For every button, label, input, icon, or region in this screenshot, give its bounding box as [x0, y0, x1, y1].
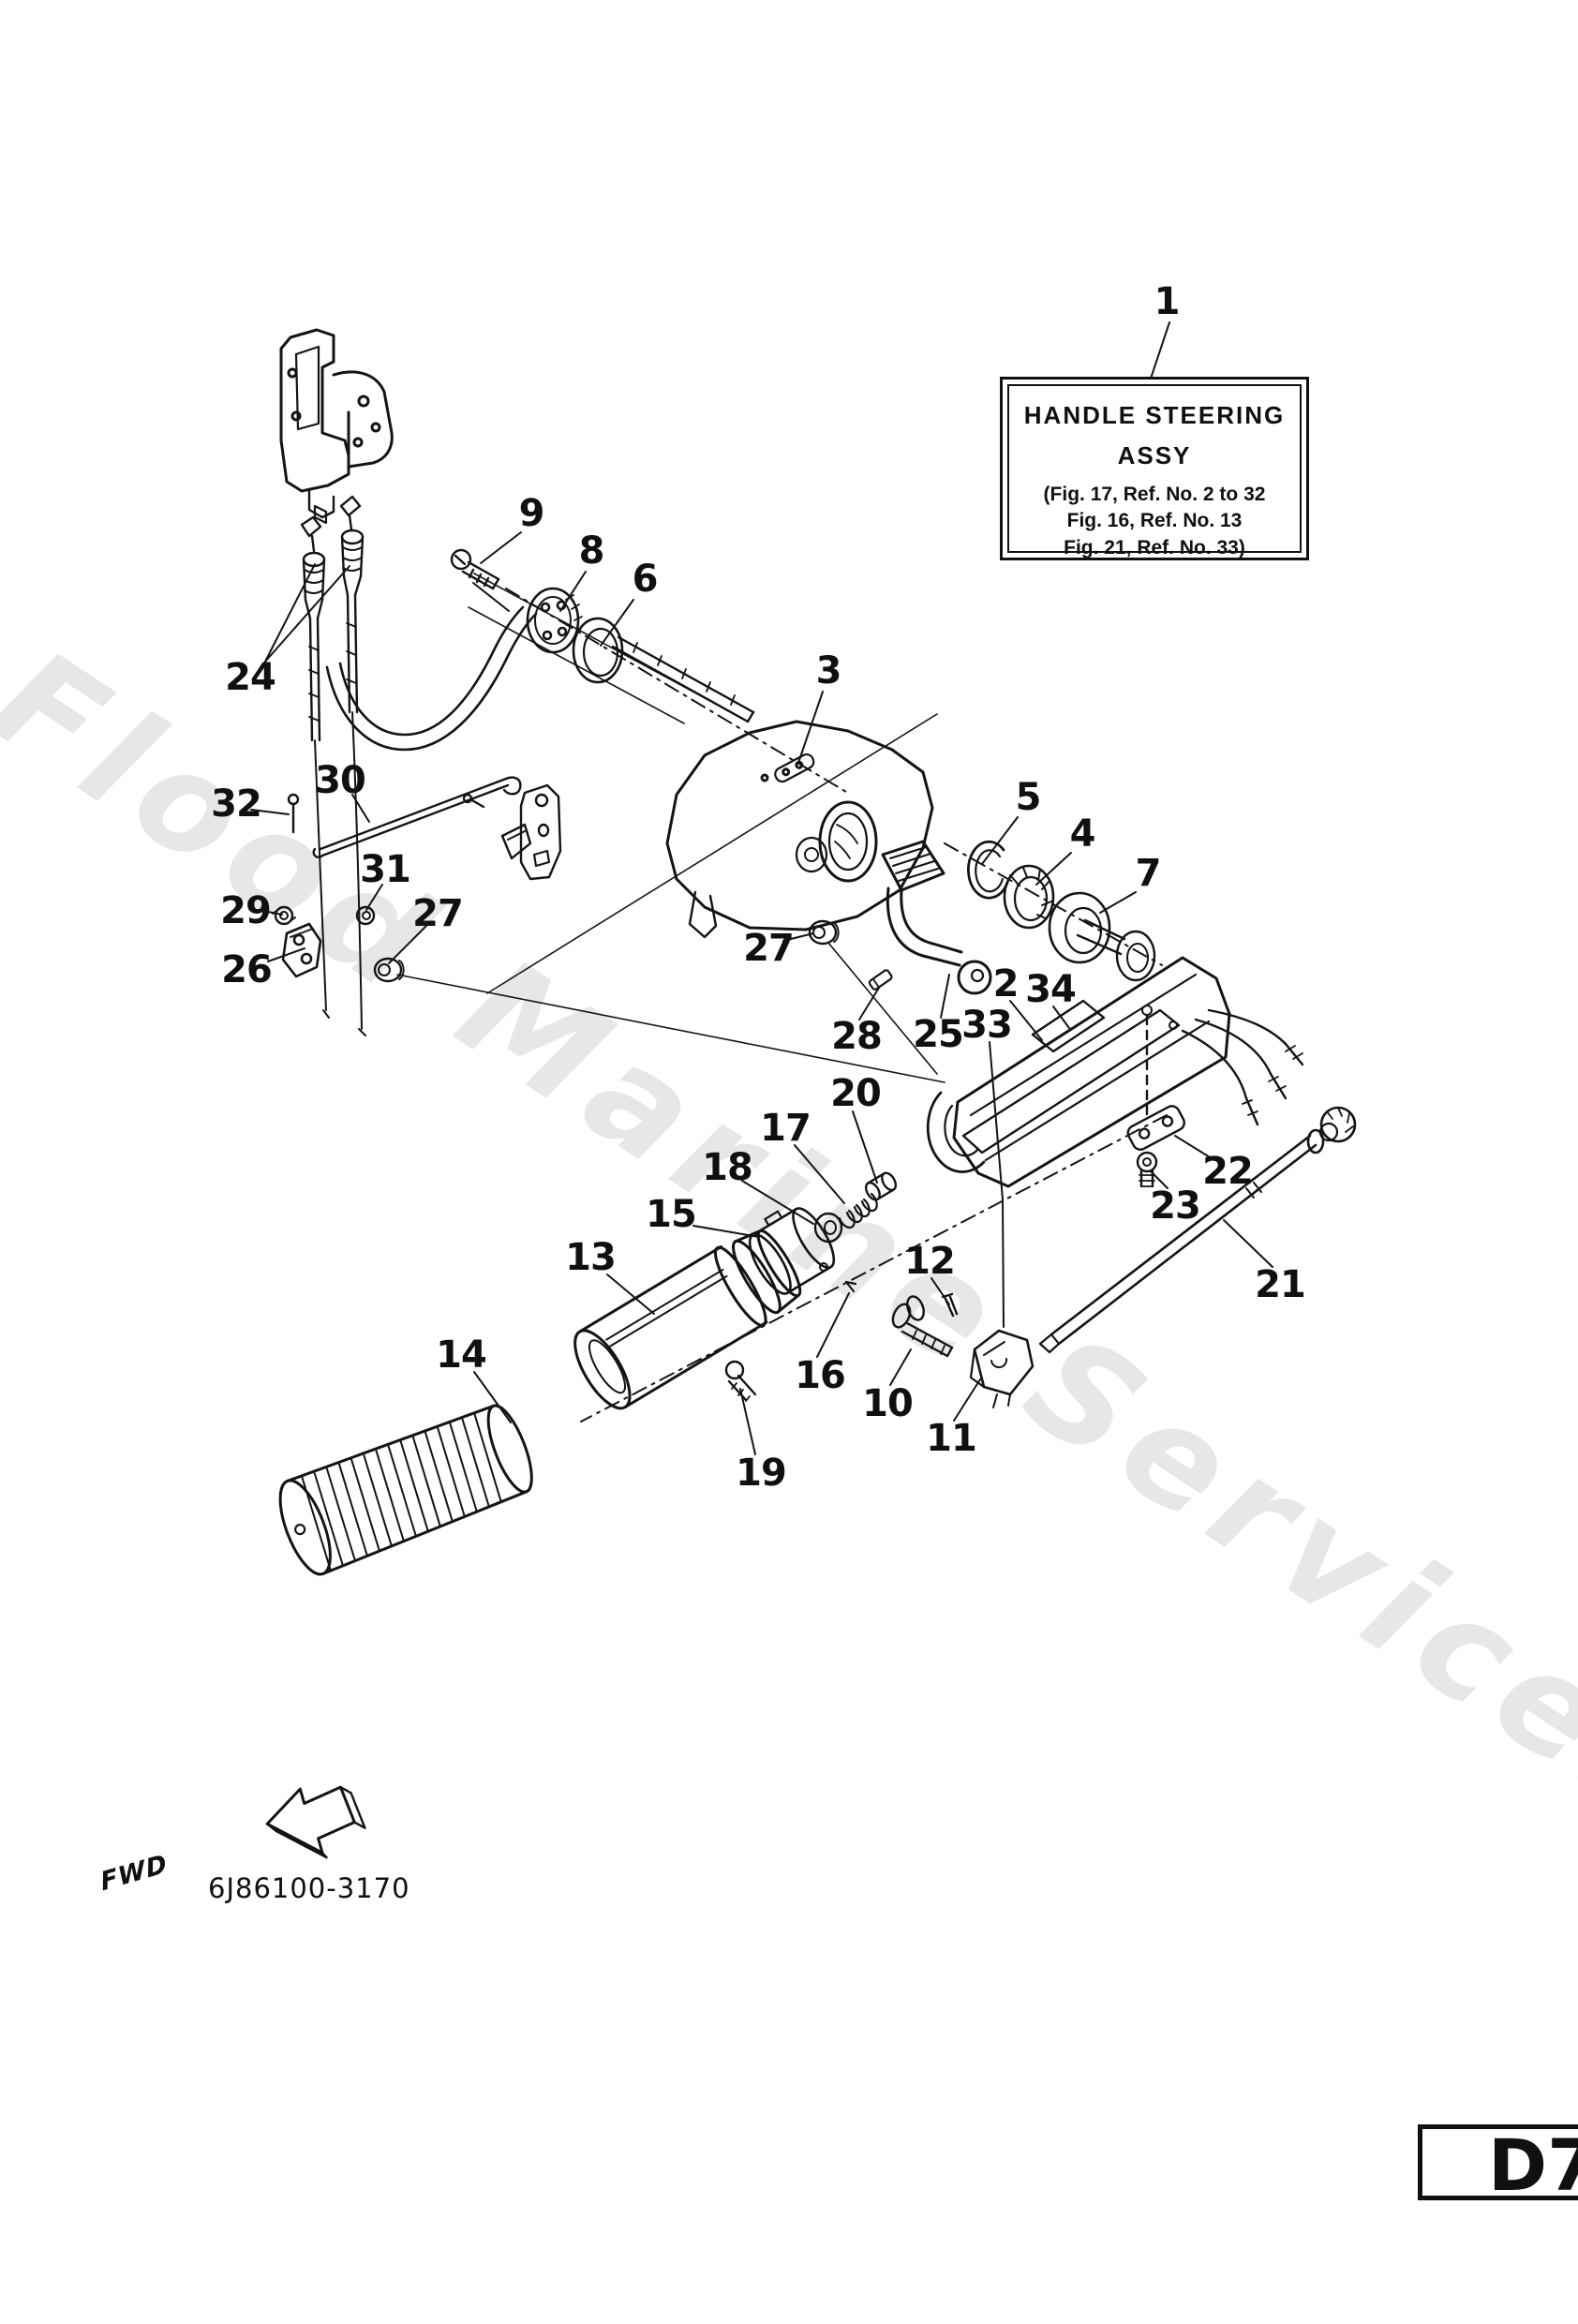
- bushing-27-left: [373, 957, 405, 983]
- callout-14: 14: [436, 1333, 487, 1377]
- info-box-inner: HANDLE STEERING ASSY (Fig. 17, Ref. No. …: [1007, 384, 1302, 559]
- callout-27: 27: [412, 892, 464, 935]
- drawing-code: 6J86100-3170: [208, 1872, 410, 1904]
- callout-4: 4: [1069, 812, 1096, 856]
- bushing-27-right: [808, 919, 840, 946]
- callout-30: 30: [315, 759, 366, 802]
- cable-bracket: [279, 328, 394, 525]
- pin-16: [844, 1280, 857, 1293]
- callout-26: 26: [221, 948, 273, 991]
- fwd-label: FWD: [98, 1850, 170, 1898]
- ring-6: [572, 617, 624, 684]
- info-box-references: (Fig. 17, Ref. No. 2 to 32 Fig. 16, Ref.…: [1009, 482, 1300, 561]
- shift-lever: [868, 840, 992, 995]
- callout-31: 31: [360, 848, 411, 891]
- callout-33: 33: [961, 1004, 1013, 1047]
- collar-hole: [819, 1262, 828, 1272]
- drive-shaft: [468, 573, 755, 724]
- info-box: HANDLE STEERING ASSY (Fig. 17, Ref. No. …: [1000, 377, 1309, 560]
- callout-34: 34: [1025, 968, 1077, 1011]
- callout-21: 21: [1255, 1263, 1306, 1306]
- callout-19: 19: [736, 1452, 787, 1495]
- link-plate-31: [462, 783, 562, 881]
- screw-9: [450, 548, 500, 590]
- plug-20: [864, 1171, 898, 1201]
- callout-8: 8: [578, 529, 605, 573]
- callout-10: 10: [862, 1382, 914, 1425]
- drum-housing: [665, 720, 934, 939]
- swivel-boss: [1076, 918, 1156, 982]
- info-box-ref-2: Fig. 16, Ref. No. 13: [1066, 510, 1243, 532]
- info-box-ref-3: Fig. 21, Ref. No. 33): [1064, 536, 1245, 559]
- callout-18: 18: [702, 1146, 753, 1189]
- anchor-plate-22: [1126, 1105, 1185, 1151]
- wing-bolt-10: [891, 1295, 954, 1358]
- callout-15: 15: [646, 1193, 697, 1236]
- circlip-5: [967, 840, 1009, 900]
- spring-17: [838, 1192, 878, 1229]
- pivot-link-26: [281, 922, 322, 978]
- bolt-23: [1136, 1151, 1158, 1188]
- info-box-title-line1: HANDLE STEERING: [1023, 401, 1286, 429]
- cable-conduit: [325, 605, 538, 752]
- leader-lines: [250, 321, 1273, 1455]
- info-box-title-line2: ASSY: [1117, 441, 1192, 469]
- callout-11: 11: [926, 1417, 977, 1460]
- callout-27: 27: [743, 927, 795, 970]
- callout-9: 9: [518, 492, 545, 535]
- callout-1: 1: [1154, 280, 1181, 323]
- throttle-grip: [278, 1404, 533, 1576]
- nut-29: [272, 905, 296, 926]
- callout-6: 6: [632, 558, 659, 601]
- callout-13: 13: [565, 1236, 617, 1279]
- callout-29: 29: [220, 889, 272, 932]
- washer-4: [1003, 864, 1055, 930]
- callout-16: 16: [795, 1354, 846, 1397]
- washer-18: [813, 1212, 843, 1244]
- pin-12: [941, 1292, 959, 1318]
- callout-12: 12: [904, 1240, 956, 1283]
- callout-25: 25: [913, 1013, 964, 1056]
- callout-28: 28: [831, 1015, 883, 1058]
- washer-31: [355, 905, 376, 926]
- callout-17: 17: [760, 1107, 811, 1150]
- screw-19: [724, 1360, 757, 1402]
- callout-5: 5: [1015, 776, 1042, 819]
- callout-2: 2: [992, 962, 1020, 1006]
- callout-32: 32: [211, 782, 262, 826]
- info-box-ref-1: (Fig. 17, Ref. No. 2 to 32: [1043, 484, 1266, 505]
- page-code-label: D7: [1488, 2123, 1578, 2207]
- clamp-bracket-11: [969, 1329, 1035, 1408]
- callout-7: 7: [1135, 852, 1162, 895]
- grommet-7: [1048, 891, 1111, 964]
- friction-rod-30: [312, 776, 522, 858]
- callout-20: 20: [830, 1072, 882, 1115]
- callout-22: 22: [1202, 1150, 1254, 1193]
- friction-collar-15: [748, 1207, 836, 1295]
- callout-3: 3: [815, 649, 842, 693]
- cotter-pin-32: [287, 793, 300, 834]
- tiller-housing: [926, 956, 1304, 1188]
- callout-24: 24: [225, 656, 276, 699]
- page-code-tab: D7: [1418, 2123, 1578, 2207]
- steering-rod-21: [1038, 1106, 1357, 1354]
- callout-23: 23: [1150, 1184, 1201, 1228]
